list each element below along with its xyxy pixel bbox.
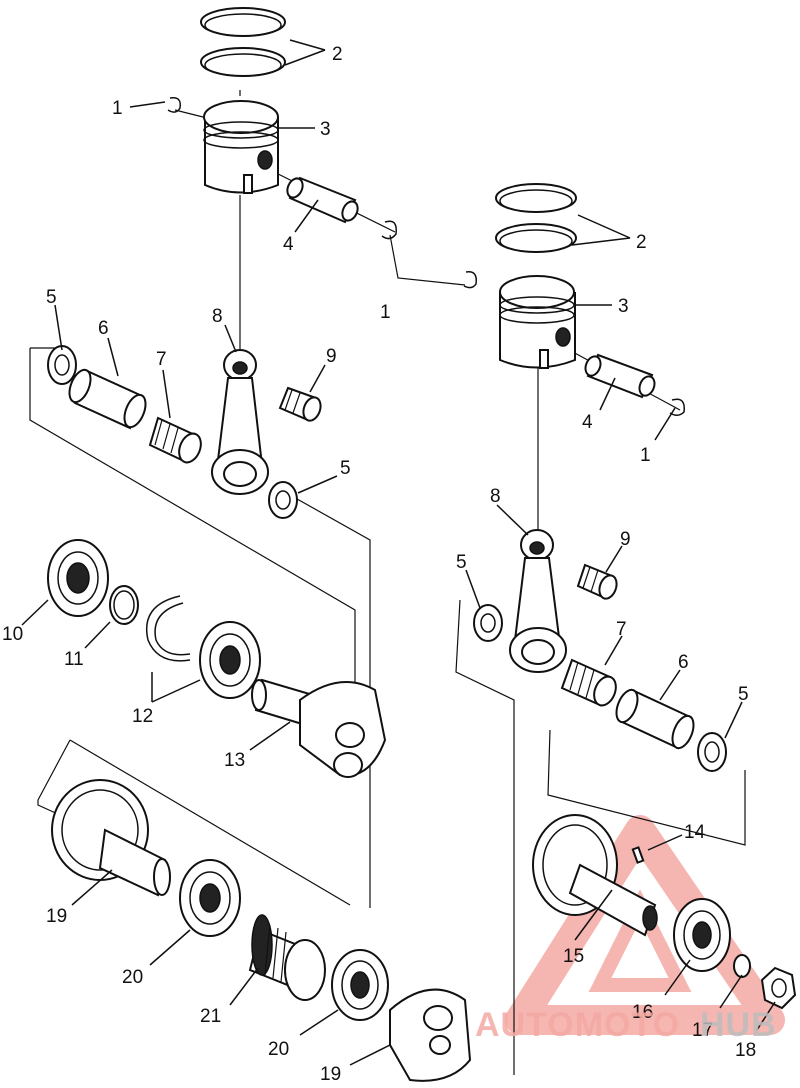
thrust-washer-5-lower-right <box>697 732 727 772</box>
crankshaft-half-19-right <box>389 988 472 1082</box>
callout-19: 19 <box>320 1064 341 1085</box>
callout-20: 20 <box>268 1039 289 1060</box>
callout-4: 4 <box>582 412 593 433</box>
watermark-logo: AUTOMOTO HUB <box>475 1006 777 1044</box>
needle-bearing-7-right <box>560 658 617 707</box>
small-end-bearing-9-right <box>576 563 618 600</box>
callout-20: 20 <box>122 967 143 988</box>
callout-15: 15 <box>563 946 584 967</box>
watermark-text-automoto: AUTOMOTO <box>475 1006 680 1044</box>
connecting-rod-8-right <box>509 529 567 673</box>
crank-pin-6-left <box>68 368 147 430</box>
callout-8: 8 <box>212 306 223 327</box>
callout-6: 6 <box>98 318 109 339</box>
labyrinth-seal-21 <box>248 914 326 1001</box>
small-end-bearing-9-left <box>278 386 322 422</box>
circlip-right-top <box>463 271 478 289</box>
woodruff-key-14 <box>631 846 645 864</box>
callout-13: 13 <box>224 750 245 771</box>
piston-right <box>499 275 576 369</box>
connecting-rod-8-left <box>211 349 269 495</box>
callout-19: 19 <box>46 906 67 927</box>
crankshaft-half-15 <box>532 814 658 937</box>
callout-14: 14 <box>684 822 706 843</box>
crankshaft-half-19-left <box>51 779 171 897</box>
callout-2: 2 <box>636 232 647 253</box>
ring-11 <box>109 585 139 625</box>
main-bearing-20-upper <box>179 859 241 937</box>
callout-6: 6 <box>678 652 689 673</box>
main-bearing-20-lower <box>331 949 389 1021</box>
nut-18 <box>760 966 797 1010</box>
callout-labels: 2 1 3 4 2 3 1 4 1 5 6 7 8 9 5 8 9 5 7 6 … <box>2 44 756 1085</box>
callout-5: 5 <box>456 552 467 573</box>
thrust-washer-5-upper-left <box>47 345 77 385</box>
callout-21: 21 <box>200 1006 221 1027</box>
callout-8: 8 <box>490 486 501 507</box>
callout-9: 9 <box>620 529 631 550</box>
callout-17: 17 <box>692 1020 713 1041</box>
callout-4: 4 <box>283 234 294 255</box>
circlip-right-pin <box>669 398 685 416</box>
callout-7: 7 <box>156 349 167 370</box>
callout-7: 7 <box>616 619 627 640</box>
callout-3: 3 <box>320 119 331 140</box>
piston-left <box>203 100 279 194</box>
thrust-washer-5-middle-right <box>473 604 503 642</box>
callout-18: 18 <box>735 1040 756 1061</box>
callout-1: 1 <box>640 445 651 466</box>
circlip-left-top <box>167 96 182 113</box>
main-bearing-12 <box>199 621 261 699</box>
main-bearing-16 <box>673 898 731 972</box>
washer-17 <box>733 954 751 978</box>
callout-9: 9 <box>326 346 337 367</box>
piston-rings-right <box>495 183 577 253</box>
callout-12: 12 <box>132 706 153 727</box>
circlip-left-pin <box>381 220 398 240</box>
callout-16: 16 <box>632 1002 653 1023</box>
main-bearing-10 <box>47 539 109 617</box>
callout-1: 1 <box>112 98 123 119</box>
piston-rings-left <box>200 7 286 77</box>
leader-lines <box>21 39 776 1066</box>
callout-10: 10 <box>2 624 23 645</box>
callout-11: 11 <box>64 649 84 670</box>
callout-1: 1 <box>380 302 391 323</box>
watermark-text-hub: HUB <box>700 1006 777 1044</box>
needle-bearing-7-left <box>148 416 202 464</box>
thrust-washer-5-middle-left <box>268 481 298 519</box>
crank-pin-6-right <box>615 688 695 750</box>
callout-2: 2 <box>332 44 343 65</box>
piston-pin-left <box>286 176 359 224</box>
callout-3: 3 <box>618 296 629 317</box>
piston-pin-right <box>584 353 656 399</box>
snap-rings-12 <box>146 595 191 662</box>
crankshaft-half-13 <box>251 678 387 778</box>
callout-5: 5 <box>340 458 351 479</box>
callout-5: 5 <box>738 684 749 705</box>
callout-5: 5 <box>46 287 57 308</box>
